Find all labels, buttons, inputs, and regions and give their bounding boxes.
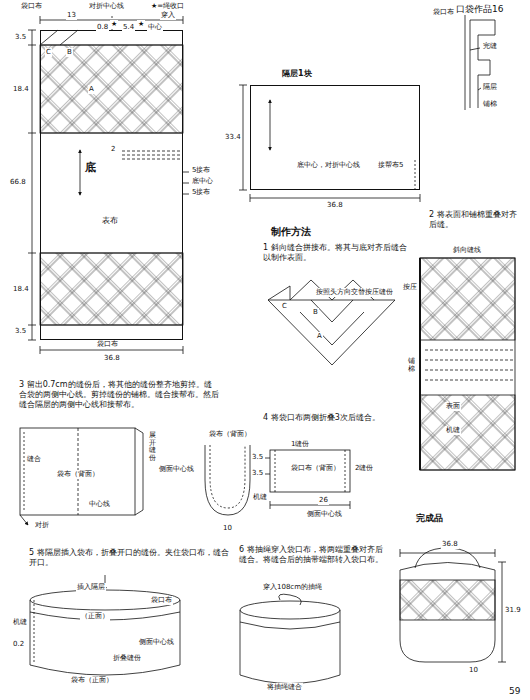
pattern-label: 31.9 — [504, 606, 522, 615]
instruction-text: 4 将袋口布两侧折叠3次后缝合。 — [262, 413, 414, 423]
pattern-label: B — [312, 308, 319, 317]
instruction-text: 6 将抽绳穿入袋口布，将两端重叠对齐后缝合。将缝合后的抽带端部转入袋口布。 — [238, 545, 390, 565]
pattern-label: 26 — [318, 496, 329, 505]
pattern-label: （正面） — [80, 612, 110, 621]
pattern-label: 穿入108cm的抽绳 — [262, 583, 323, 592]
pattern-label: 36.8 — [326, 201, 344, 210]
pattern-label: 3.5 — [251, 469, 264, 478]
pattern-label: 袋布（背面） — [56, 470, 100, 479]
pattern-label: 机缝 — [252, 493, 268, 502]
pattern-label: 袋布（正面） — [70, 676, 114, 685]
pattern-label: 完成品 — [415, 513, 444, 524]
pattern-label: 10 — [222, 524, 233, 533]
pattern-label: C — [281, 302, 288, 311]
pattern-label: 袋口布 — [150, 596, 173, 605]
pattern-label: 口袋作品16 — [455, 4, 504, 15]
pattern-label: 折叠缝份 — [112, 654, 142, 663]
piece-label: 底中心，对折中心线 — [296, 161, 361, 169]
pattern-label: 机缝 — [445, 426, 461, 435]
pattern-label: 斜向缝线 — [452, 246, 482, 255]
pattern-label: 将抽绳缝合 — [266, 683, 303, 692]
piece-label: 隔层1块 — [281, 69, 313, 79]
vertical-label: 铺棉 — [407, 358, 416, 373]
partition-piece: 隔层1块底中心，对折中心线接帮布5 — [250, 85, 420, 190]
pattern-label: 侧面中心线 — [306, 510, 343, 519]
pattern-label: ★=绳收口 — [150, 2, 185, 11]
pattern-label: 穿入 — [160, 11, 176, 20]
pattern-label: 袋口布 — [432, 8, 455, 17]
pattern-label: 按压 — [402, 283, 418, 292]
pattern-label: 中心 — [147, 23, 163, 32]
pattern-label: 2缝份 — [354, 464, 374, 473]
piece-label: 接帮布5 — [377, 161, 404, 169]
pattern-label: 制作方法 — [270, 226, 312, 239]
pattern-label: 59 — [508, 686, 521, 697]
pattern-label: 18.4 — [12, 85, 30, 94]
pattern-label: 5.4 — [122, 23, 135, 32]
pattern-label: 33.4 — [224, 133, 242, 142]
pattern-label: 18.4 — [12, 285, 30, 294]
pattern-label: 袋口布（背面） — [290, 464, 341, 473]
pattern-label: 2 — [110, 145, 116, 154]
pattern-label: 隔层 — [482, 83, 498, 92]
pattern-label: 13 — [66, 11, 77, 20]
pattern-piece: 底表布 — [40, 30, 183, 340]
pattern-label: 1缝份 — [290, 440, 310, 449]
pattern-label: A — [88, 85, 95, 94]
pattern-label: 完缝 — [482, 42, 498, 51]
pattern-label: 插入隔层 — [76, 583, 106, 592]
pattern-label: A — [316, 332, 323, 341]
instruction-text: 3 留出0.7cm的缝份后，将其他的缝份整齐地剪掉。缝合袋的两侧中心线。剪掉缝份… — [18, 380, 220, 410]
piece-label: 底 — [84, 161, 97, 174]
pattern-label: 机缝 — [12, 618, 28, 627]
instruction-text: 1 斜向缝合拼接布。将其与底对齐后缝合以制作表面。 — [262, 243, 409, 263]
pattern-label: 袋口布 — [20, 2, 43, 11]
pattern-label: 36.8 — [103, 354, 121, 363]
pattern-label: 对折 — [34, 521, 50, 530]
pattern-label: 36.8 — [441, 540, 459, 549]
pattern-label: 5接布 — [191, 188, 211, 197]
pattern-label: ★ — [137, 20, 145, 29]
pattern-label: 侧面中心线 — [158, 465, 195, 474]
pattern-label: 表面 — [445, 402, 461, 411]
pattern-label: 5接布 — [191, 166, 211, 175]
pattern-label: 0.2 — [12, 640, 25, 649]
pattern-label: C — [45, 48, 52, 57]
pattern-label: 10 — [468, 666, 479, 675]
pattern-label: 底中心 — [191, 177, 214, 186]
pattern-label: 铺棉 — [482, 100, 498, 109]
pattern-label: 袋口布 — [96, 340, 119, 349]
pattern-label: 中心线 — [88, 500, 111, 509]
vertical-label: 展开缝份 — [148, 432, 157, 463]
instruction-text: 2 将表面和铺棉重叠对齐后缝。 — [428, 210, 522, 230]
pattern-label: 按照头方向交替按压缝份 — [315, 288, 394, 297]
piece-label: 表布 — [101, 216, 119, 226]
pattern-label: B — [66, 48, 73, 57]
pattern-label: 3.5 — [14, 33, 27, 42]
pattern-label: 3.5 — [251, 453, 264, 462]
pattern-label: 0.8 — [96, 23, 109, 32]
pattern-label: 对折中心线 — [88, 2, 125, 11]
pattern-label: 袋布（背面） — [208, 430, 252, 439]
pattern-label: 缝合 — [26, 455, 42, 464]
instruction-text: 5 将隔层插入袋布，折叠开口的缝份。夹住袋口布，缝合开口。 — [28, 548, 230, 568]
pattern-label: 侧面中心线 — [138, 638, 175, 647]
pattern-label: ★ — [110, 20, 118, 29]
pattern-label: 3.5 — [14, 327, 27, 336]
pattern-label: 66.8 — [9, 178, 27, 187]
